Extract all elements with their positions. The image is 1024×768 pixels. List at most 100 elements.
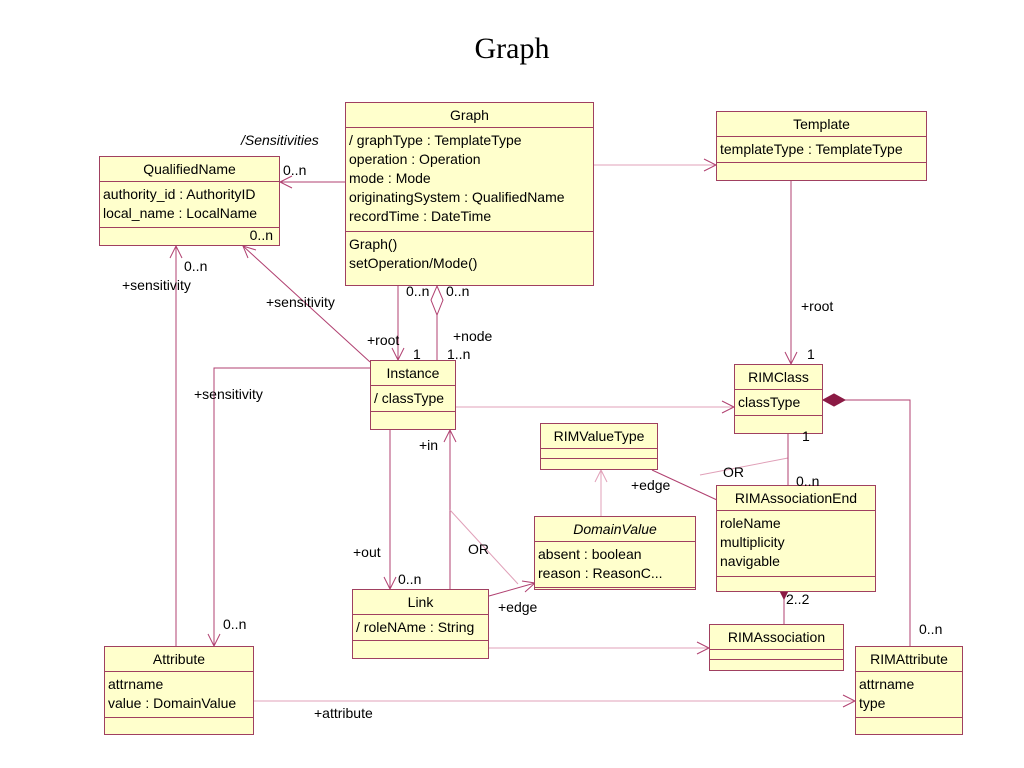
role-label: +edge — [498, 599, 538, 615]
class-name: RIMClass — [735, 365, 822, 390]
attribute: / roleNAme : String — [356, 619, 475, 635]
arrowhead — [594, 468, 608, 483]
attributes-section: absent : boolean reason : ReasonC... — [535, 542, 695, 588]
multiplicity-label: 0..n — [223, 616, 247, 632]
class-domainvalue[interactable]: DomainValue absent : boolean reason : Re… — [534, 516, 696, 590]
attribute: navigable — [720, 553, 780, 569]
attribute: absent : boolean — [538, 546, 642, 562]
attribute: reason : ReasonC... — [538, 565, 663, 581]
class-qualifiedname[interactable]: QualifiedName authority_id : AuthorityID… — [99, 156, 280, 246]
attribute: roleName — [720, 515, 781, 531]
aggregation-diamond — [430, 284, 444, 317]
class-name: QualifiedName — [100, 157, 279, 182]
or-constraint-line — [449, 509, 519, 585]
role-label: +edge — [631, 477, 671, 493]
class-instance[interactable]: Instance / classType — [370, 360, 456, 430]
multiplicity-label: 0..n — [446, 283, 470, 299]
class-rimassociation[interactable]: RIMAssociation — [709, 624, 844, 671]
role-label: +sensitivity — [122, 277, 191, 293]
attributes-section — [710, 650, 843, 660]
attributes-section: / graphType : TemplateType operation : O… — [346, 128, 593, 232]
attribute: local_name : LocalName — [103, 205, 258, 221]
operations-section — [735, 416, 822, 422]
operations-section — [717, 163, 926, 169]
class-template[interactable]: Template templateType : TemplateType — [716, 111, 927, 181]
class-name: Attribute — [105, 647, 253, 672]
role-label: +attribute — [314, 705, 373, 721]
class-attribute[interactable]: Attribute attrname value : DomainValue — [104, 646, 254, 735]
class-graph[interactable]: Graph / graphType : TemplateType operati… — [345, 102, 594, 286]
multiplicity-label: 0..n — [796, 473, 820, 489]
instance-attribute-line — [213, 367, 370, 646]
rimattribute-rimclass-line — [845, 399, 911, 646]
class-rimvaluetype[interactable]: RIMValueType — [540, 423, 658, 470]
attributes-section: / roleNAme : String — [353, 615, 488, 641]
attribute: operation : Operation — [349, 151, 481, 167]
operation: Graph() — [349, 236, 398, 252]
operations-section — [710, 660, 843, 666]
class-rimclass[interactable]: RIMClass classType — [734, 364, 823, 434]
class-name: DomainValue — [535, 517, 695, 542]
attribute: mode : Mode — [349, 170, 431, 186]
multiplicity-label: 0..n — [184, 258, 208, 274]
attribute: recordTime : DateTime — [349, 208, 492, 224]
multiplicity-label: 1..n — [447, 346, 471, 362]
operations-section — [856, 718, 962, 724]
footer-multiplicity: 0..n — [249, 227, 273, 243]
operations-section — [371, 412, 455, 418]
operations-section: Graph() setOperation/Mode() — [346, 232, 593, 276]
attribute: classType — [738, 394, 801, 410]
attributes-section: attrname type — [856, 672, 962, 718]
attribute: type — [859, 695, 886, 711]
role-label: +in — [419, 437, 439, 453]
diagram-title: Graph — [474, 32, 550, 65]
role-label: +root — [801, 298, 834, 314]
attribute: value : DomainValue — [108, 695, 237, 711]
class-name: RIMAttribute — [856, 647, 962, 672]
multiplicity-label: 0..n — [283, 162, 307, 178]
role-label: +root — [367, 332, 400, 348]
role-label: +sensitivity — [194, 386, 263, 402]
class-rimassociationend[interactable]: RIMAssociationEnd roleName multiplicity … — [716, 485, 876, 592]
composition-diamond — [821, 393, 847, 407]
attribute: / graphType : TemplateType — [349, 132, 522, 148]
operations-section — [535, 588, 695, 594]
role-label: +out — [353, 544, 381, 560]
attributes-section — [541, 449, 657, 459]
attributes-section: classType — [735, 390, 822, 416]
operations-section — [353, 641, 488, 647]
attribute: attrname — [108, 676, 164, 692]
class-link[interactable]: Link / roleNAme : String — [352, 589, 489, 659]
constraint-label: OR — [723, 464, 744, 480]
class-name: Graph — [346, 103, 593, 128]
operations-section — [105, 718, 253, 724]
class-rimattribute[interactable]: RIMAttribute attrname type — [855, 646, 963, 735]
constraint-label: OR — [468, 541, 489, 557]
attributes-section: authority_id : AuthorityID local_name : … — [100, 182, 279, 228]
role-label: +sensitivity — [266, 294, 335, 310]
class-name: RIMAssociation — [710, 625, 843, 650]
attribute: authority_id : AuthorityID — [103, 186, 256, 202]
instance-sensitivity-line — [242, 245, 371, 363]
link-edge-line — [488, 582, 536, 597]
sensitivities-label: /Sensitivities — [241, 132, 319, 148]
multiplicity-label: 1 — [807, 346, 815, 362]
role-label: +node — [453, 328, 493, 344]
class-name: RIMValueType — [541, 424, 657, 449]
attributes-section: attrname value : DomainValue — [105, 672, 253, 718]
class-name: Instance — [371, 361, 455, 386]
multiplicity-label: 0..n — [919, 621, 943, 637]
attributes-section: / classType — [371, 386, 455, 412]
multiplicity-label: 2..2 — [786, 591, 810, 607]
or-constraint-line-top — [699, 457, 789, 476]
arrowhead — [242, 245, 257, 259]
multiplicity-label: 1 — [413, 346, 421, 362]
attribute: originatingSystem : QualifiedName — [349, 189, 565, 205]
class-name: Link — [353, 590, 488, 615]
arrowhead — [278, 175, 293, 189]
multiplicity-label: 1 — [802, 428, 810, 444]
multiplicity-label: 0..n — [398, 571, 422, 587]
arrowhead — [169, 244, 183, 259]
operations-section — [541, 459, 657, 465]
operations-section — [717, 577, 875, 583]
